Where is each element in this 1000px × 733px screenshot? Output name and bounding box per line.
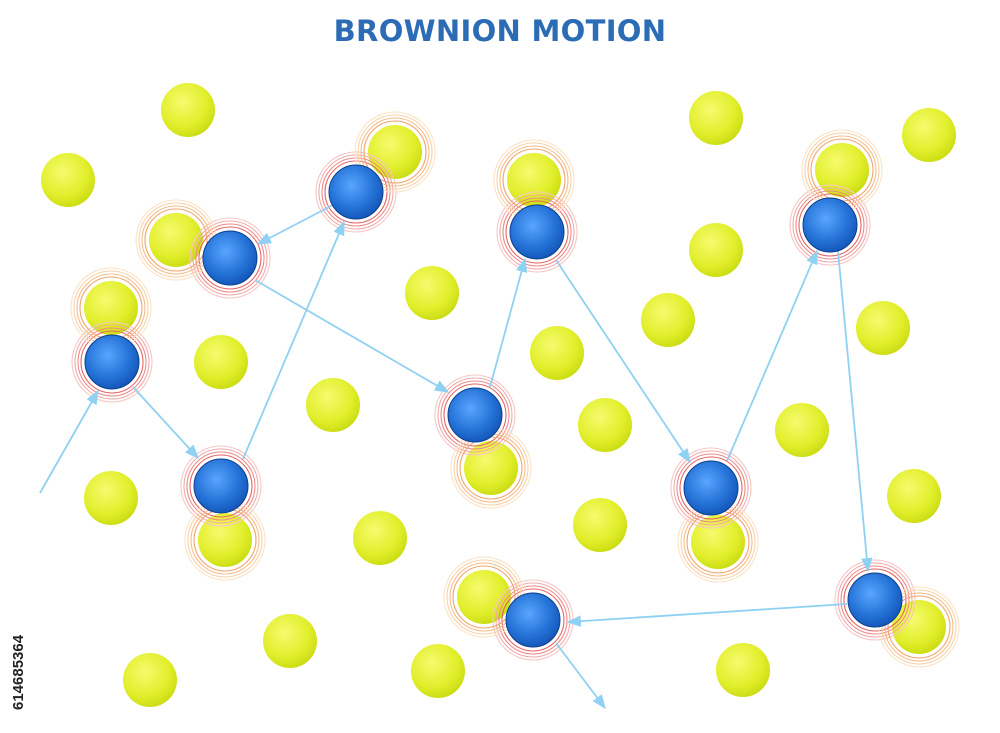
blue-particle xyxy=(802,197,858,253)
path-arrows xyxy=(39,204,873,710)
yellow-particle xyxy=(902,108,956,162)
path-arrow xyxy=(555,259,691,464)
blue-particle xyxy=(683,460,739,516)
blue-particle xyxy=(847,572,903,628)
collision-ring xyxy=(434,374,516,456)
path-arrow xyxy=(39,389,99,494)
stock-id-text: 614685364 xyxy=(10,634,27,710)
yellow-particle xyxy=(689,223,743,277)
yellow-particle xyxy=(641,293,695,347)
yellow-particle xyxy=(689,91,743,145)
path-arrow xyxy=(566,603,848,627)
path-arrow xyxy=(254,279,450,393)
blue-particles xyxy=(84,164,903,648)
yellow-particle xyxy=(161,83,215,137)
yellow-particle xyxy=(353,511,407,565)
yellow-particle xyxy=(405,266,459,320)
yellow-particle xyxy=(892,600,946,654)
stock-id-watermark: 614685364 xyxy=(10,500,34,710)
path-arrow xyxy=(555,642,606,710)
blue-particle xyxy=(447,387,503,443)
yellow-particle xyxy=(856,301,910,355)
collision-ring xyxy=(189,217,271,299)
yellow-particle xyxy=(411,644,465,698)
yellow-particle xyxy=(815,143,869,197)
blue-particle xyxy=(193,458,249,514)
blue-particle xyxy=(202,230,258,286)
yellow-particle xyxy=(149,213,203,267)
collision-ring xyxy=(834,559,916,641)
yellow-particle xyxy=(263,614,317,668)
yellow-particle xyxy=(691,515,745,569)
collision-rings xyxy=(70,111,960,668)
collision-ring xyxy=(71,321,153,403)
yellow-particles xyxy=(41,83,956,707)
collision-ring xyxy=(180,445,262,527)
yellow-particle xyxy=(198,513,252,567)
path-arrow xyxy=(489,257,528,388)
yellow-particle xyxy=(530,326,584,380)
yellow-particle xyxy=(368,125,422,179)
blue-particle xyxy=(84,334,140,390)
collision-ring xyxy=(789,184,871,266)
yellow-particle xyxy=(84,281,138,335)
path-arrow xyxy=(132,386,199,460)
collision-ring xyxy=(670,447,752,529)
blue-particle xyxy=(509,204,565,260)
yellow-particle xyxy=(775,403,829,457)
diagram-title: BROWNION MOTION xyxy=(333,14,667,48)
yellow-particle xyxy=(578,398,632,452)
path-arrow xyxy=(726,249,818,462)
path-arrow xyxy=(837,250,873,573)
path-arrow xyxy=(256,204,334,245)
path-arrow xyxy=(242,220,345,460)
yellow-particle xyxy=(123,653,177,707)
yellow-particle xyxy=(306,378,360,432)
collision-ring xyxy=(354,111,436,193)
yellow-particle xyxy=(41,153,95,207)
yellow-particle xyxy=(457,570,511,624)
yellow-particle xyxy=(716,643,770,697)
collision-ring xyxy=(496,191,578,273)
yellow-particle xyxy=(887,469,941,523)
yellow-particle xyxy=(573,498,627,552)
blue-particle xyxy=(328,164,384,220)
blue-particle xyxy=(505,592,561,648)
yellow-particle xyxy=(84,471,138,525)
yellow-particle xyxy=(194,335,248,389)
